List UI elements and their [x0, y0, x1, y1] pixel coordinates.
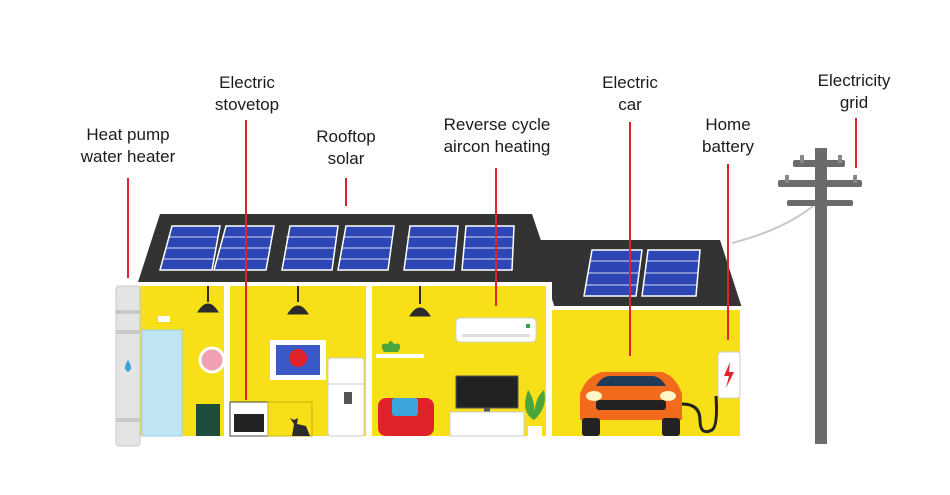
- label-heat-pump-water-heater: Heat pump water heater: [60, 124, 196, 168]
- label-line: Reverse cycle: [443, 115, 551, 134]
- bathroom-cabinet: [196, 404, 220, 436]
- electric-car: [580, 372, 682, 436]
- room-dividers: [140, 282, 744, 441]
- pendant-lamp-icon: [287, 305, 309, 315]
- label-line: water heater: [80, 147, 176, 166]
- shelf: [376, 354, 424, 358]
- aircon-unit: [455, 317, 537, 343]
- pointer-lines: [127, 118, 857, 400]
- heat-pump-unit: [115, 285, 141, 447]
- water-drop-icon: [125, 360, 131, 372]
- mirror: [198, 346, 226, 374]
- pendant-lamps: [197, 286, 431, 317]
- label-line: stovetop: [214, 95, 280, 114]
- label-electric-stovetop: Electric stovetop: [194, 72, 300, 116]
- label-line: Home: [705, 115, 751, 134]
- label-electricity-grid: Electricity grid: [796, 70, 912, 114]
- tv-cabinet: [449, 411, 525, 437]
- pendant-lamp-icon: [197, 303, 219, 313]
- label-line: grid: [839, 93, 869, 112]
- pendant-lamp-icon: [409, 307, 431, 317]
- label-line: Rooftop: [316, 127, 376, 146]
- shower-screen: [141, 329, 183, 437]
- label-line: Electricity: [817, 71, 891, 90]
- cat-icon: [290, 418, 310, 436]
- label-rooftop-solar: Rooftop solar: [296, 126, 396, 170]
- label-line: Heat pump: [86, 125, 170, 144]
- label-line: solar: [327, 149, 365, 168]
- plant-icon: [381, 341, 401, 352]
- charging-cable: [681, 395, 718, 434]
- label-reverse-cycle-aircon-heating: Reverse cycle aircon heating: [420, 114, 574, 158]
- label-line: Electric: [602, 73, 658, 92]
- plant-icon: [525, 390, 545, 436]
- lightning-bolt-icon: [724, 362, 734, 388]
- label-home-battery: Home battery: [682, 114, 774, 158]
- power-line: [731, 199, 821, 244]
- label-line: aircon heating: [443, 137, 551, 156]
- label-line: Electric: [219, 73, 275, 92]
- label-line: car: [618, 95, 642, 114]
- label-electric-car: Electric car: [584, 72, 676, 116]
- tv: [455, 375, 519, 409]
- electricity-pole: [778, 148, 862, 444]
- label-line: battery: [702, 137, 754, 156]
